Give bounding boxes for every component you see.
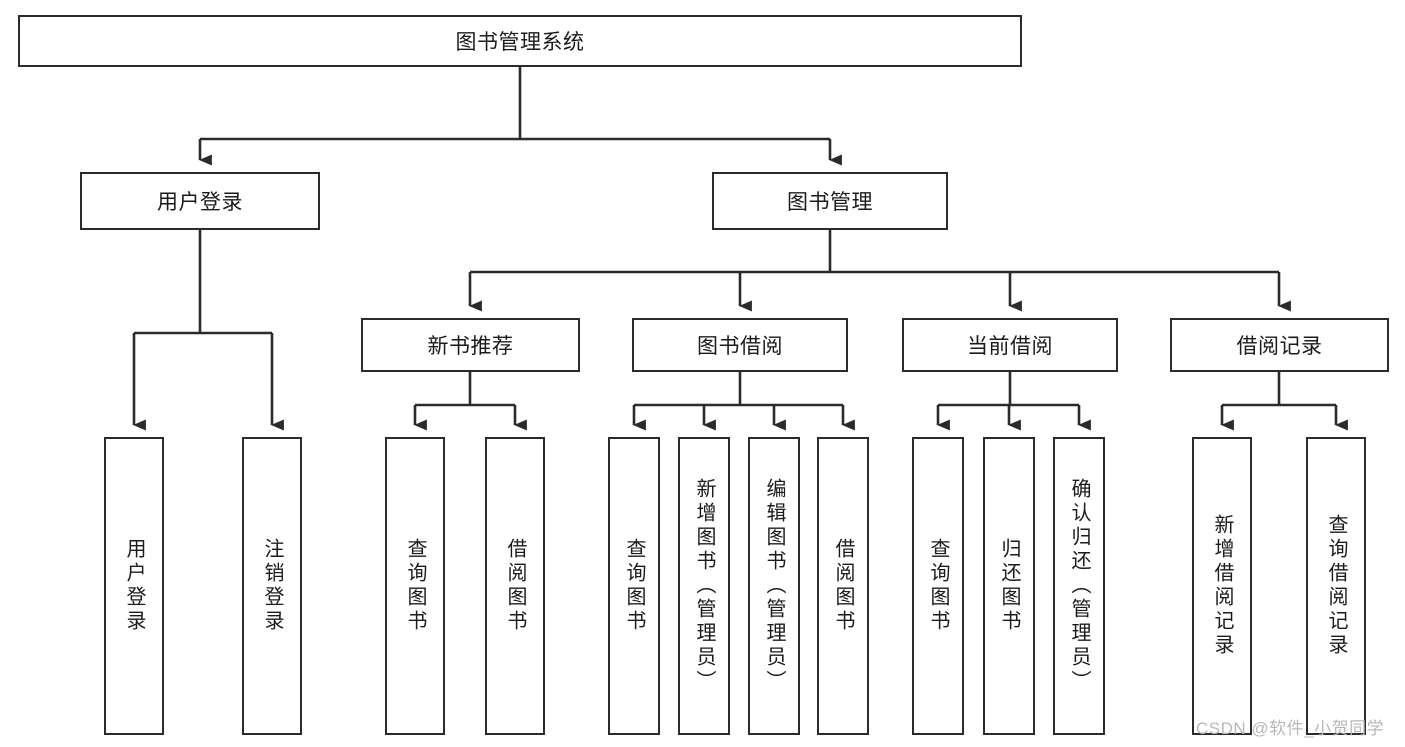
node-borrow-record[interactable]: 借阅记录 — [1170, 318, 1389, 372]
node-label: 借阅图书 — [504, 538, 526, 634]
node-label: 图书管理系统 — [455, 31, 585, 54]
node-label: 编辑图书（管理员） — [763, 478, 785, 694]
node-label: 图书管理 — [787, 191, 873, 214]
node-label: 查询图书 — [927, 538, 949, 634]
node-label: 注销登录 — [261, 538, 283, 634]
node-leaf-query-book-rec[interactable]: 查询图书 — [385, 437, 445, 735]
node-leaf-query-borrow-record[interactable]: 查询借阅记录 — [1306, 437, 1366, 735]
node-new-book-recommend[interactable]: 新书推荐 — [361, 318, 580, 372]
node-label: 新增借阅记录 — [1211, 514, 1233, 658]
connectors — [132, 67, 1348, 431]
node-label: 图书借阅 — [697, 335, 783, 358]
node-leaf-borrow-book-rec[interactable]: 借阅图书 — [485, 437, 545, 735]
node-book-manage[interactable]: 图书管理 — [712, 172, 948, 230]
node-leaf-add-borrow-record[interactable]: 新增借阅记录 — [1192, 437, 1252, 735]
node-user-login[interactable]: 用户登录 — [80, 172, 320, 230]
node-label: 当前借阅 — [967, 335, 1053, 358]
node-label: 查询借阅记录 — [1325, 514, 1347, 658]
node-leaf-edit-book[interactable]: 编辑图书（管理员） — [748, 437, 800, 735]
node-label: 新增图书（管理员） — [693, 478, 715, 694]
node-root-system[interactable]: 图书管理系统 — [18, 15, 1022, 67]
node-label: 新书推荐 — [427, 335, 514, 358]
node-leaf-return-book[interactable]: 归还图书 — [983, 437, 1035, 735]
node-label: 借阅图书 — [832, 538, 854, 634]
node-label: 借阅记录 — [1236, 335, 1323, 358]
node-label: 查询图书 — [404, 538, 426, 634]
node-leaf-confirm-return[interactable]: 确认归还（管理员） — [1053, 437, 1105, 735]
node-leaf-borrow-book[interactable]: 借阅图书 — [817, 437, 869, 735]
node-leaf-query-book-current[interactable]: 查询图书 — [912, 437, 964, 735]
node-label: 归还图书 — [998, 538, 1020, 634]
node-leaf-user-login[interactable]: 用户登录 — [104, 437, 164, 735]
node-label: 用户登录 — [123, 538, 145, 634]
node-leaf-logout[interactable]: 注销登录 — [242, 437, 302, 735]
node-current-borrow[interactable]: 当前借阅 — [902, 318, 1118, 372]
node-leaf-add-book[interactable]: 新增图书（管理员） — [678, 437, 730, 735]
node-leaf-query-book[interactable]: 查询图书 — [608, 437, 660, 735]
watermark-text: CSDN @软件_小贺同学 — [1196, 719, 1385, 738]
node-label: 用户登录 — [157, 191, 243, 214]
node-label: 查询图书 — [623, 538, 645, 634]
node-book-borrow[interactable]: 图书借阅 — [632, 318, 848, 372]
node-label: 确认归还（管理员） — [1068, 478, 1090, 694]
